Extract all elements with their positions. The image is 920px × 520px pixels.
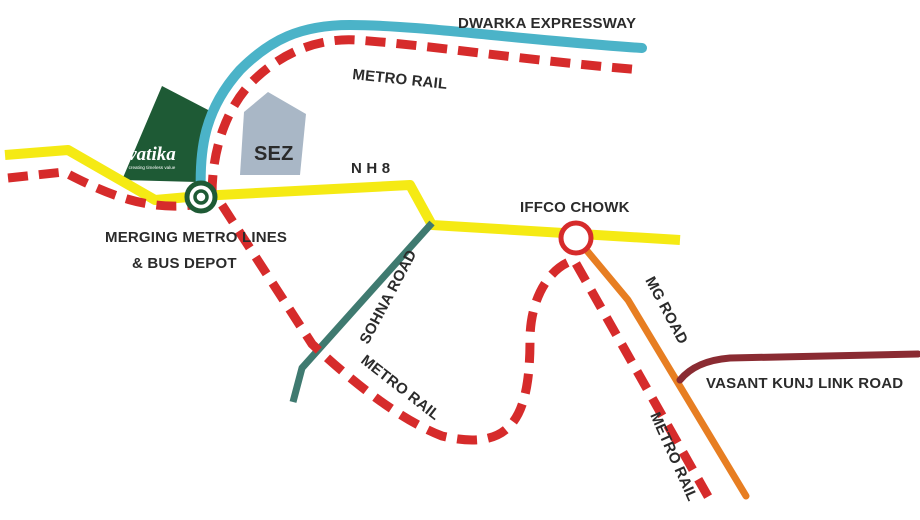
label-sez: SEZ bbox=[254, 143, 294, 165]
label-metro-rail-middle: METRO RAIL bbox=[358, 352, 444, 424]
label-vasant-kunj-link-road: VASANT KUNJ LINK ROAD bbox=[706, 375, 903, 392]
sohna-road[interactable] bbox=[289, 220, 435, 403]
label-bus-depot: & BUS DEPOT bbox=[132, 255, 237, 272]
label-dwarka-expressway: DWARKA EXPRESSWAY bbox=[458, 15, 636, 32]
mg-road[interactable] bbox=[574, 236, 750, 500]
vatika-tagline: creating timeless value bbox=[129, 165, 176, 170]
vasant-kunj-link-road[interactable] bbox=[676, 350, 920, 384]
dwarka-expressway-road[interactable] bbox=[195, 19, 647, 201]
label-nh8: N H 8 bbox=[351, 160, 390, 177]
iffco-chowk-marker[interactable] bbox=[558, 220, 594, 256]
label-metro-rail-top: METRO RAIL bbox=[352, 66, 449, 93]
metro-rail-west[interactable] bbox=[7, 167, 201, 211]
vatika-logo: vatika creating timeless value bbox=[122, 86, 212, 182]
label-merging-metro-lines: MERGING METRO LINES bbox=[105, 229, 287, 246]
vatika-brand: vatika bbox=[128, 144, 176, 165]
metro-rail-south[interactable] bbox=[218, 202, 714, 503]
sez-block[interactable] bbox=[240, 92, 306, 175]
label-iffco-chowk: IFFCO CHOWK bbox=[520, 199, 630, 216]
metro-rail-top[interactable] bbox=[207, 35, 643, 196]
label-metro-rail-right: METRO RAIL bbox=[646, 410, 700, 504]
merging-station-marker[interactable] bbox=[184, 180, 218, 214]
